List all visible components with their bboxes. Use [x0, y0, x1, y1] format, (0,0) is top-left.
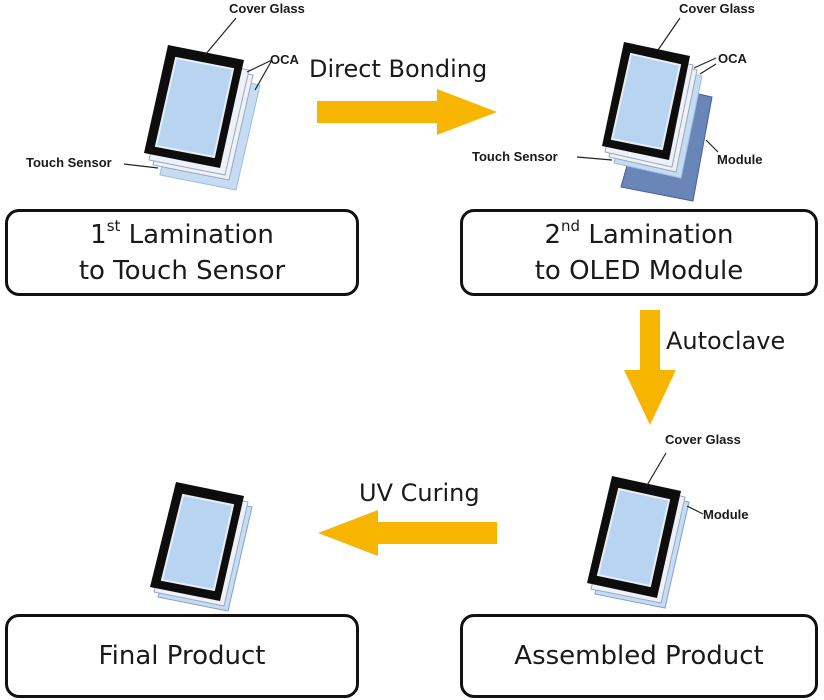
stage-second-line2: to OLED Module [534, 255, 744, 286]
cover-glass-pane [596, 487, 671, 588]
stage-first-lamination: 1st Lamination to Touch Sensor [5, 209, 359, 296]
leader-cover-glass-1 [204, 17, 237, 56]
stage-second-line1: 2nd Lamination [544, 217, 733, 253]
stage-final-label: Final Product [98, 641, 266, 671]
device-first-lamination [144, 45, 261, 191]
stage-first-word: Lamination [128, 219, 274, 250]
cover-glass-pane [160, 493, 235, 592]
device-assembled [587, 476, 690, 609]
stage-assembled-product: Assembled Product [460, 614, 818, 698]
leader-module-3 [686, 505, 704, 515]
stage-first-line1: 1st Lamination [90, 217, 274, 253]
label-oca-1: OCA [270, 52, 299, 67]
arrow-uv-curing [318, 510, 497, 556]
leader-cover-glass-2 [657, 17, 681, 51]
stage-first-num: 1 [90, 219, 107, 250]
leader-touch-sensor-1 [123, 163, 159, 169]
cover-glass-pane [610, 52, 682, 151]
leader-oca-2a [693, 57, 717, 69]
stage-assembled-label: Assembled Product [514, 641, 764, 671]
arrow-autoclave [624, 310, 676, 425]
device-second-lamination [602, 42, 713, 202]
stage-second-sup: nd [561, 216, 581, 235]
step-autoclave: Autoclave [666, 327, 786, 355]
label-cover-glass-1: Cover Glass [229, 1, 305, 16]
stage-second-word: Lamination [588, 219, 734, 250]
stage-second-lamination: 2nd Lamination to OLED Module [460, 209, 818, 296]
leader-module-2 [705, 139, 719, 153]
device-final [150, 482, 253, 612]
label-module-2: Module [717, 152, 763, 167]
stage-second-num: 2 [544, 219, 562, 250]
label-cover-glass-3: Cover Glass [665, 432, 741, 447]
label-cover-glass-2: Cover Glass [679, 1, 755, 16]
leader-lines [123, 17, 719, 515]
step-direct-bonding: Direct Bonding [309, 55, 488, 83]
leader-oca-1a [246, 59, 273, 73]
stage-first-line2: to Touch Sensor [78, 255, 286, 286]
leader-oca-1b [254, 59, 273, 91]
leader-touch-sensor-2 [576, 156, 613, 161]
step-uv-curing: UV Curing [359, 479, 480, 507]
stage-first-sup: st [106, 216, 121, 235]
label-touch-sensor-2: Touch Sensor [472, 149, 558, 164]
stage-final-product: Final Product [5, 614, 359, 698]
arrow-direct-bonding [317, 89, 497, 135]
label-oca-2: OCA [718, 51, 747, 66]
label-touch-sensor-1: Touch Sensor [26, 155, 112, 170]
leader-oca-2b [699, 63, 717, 75]
cover-glass-pane [154, 56, 235, 159]
leader-cover-glass-3 [645, 452, 667, 488]
label-module-3: Module [703, 507, 749, 522]
